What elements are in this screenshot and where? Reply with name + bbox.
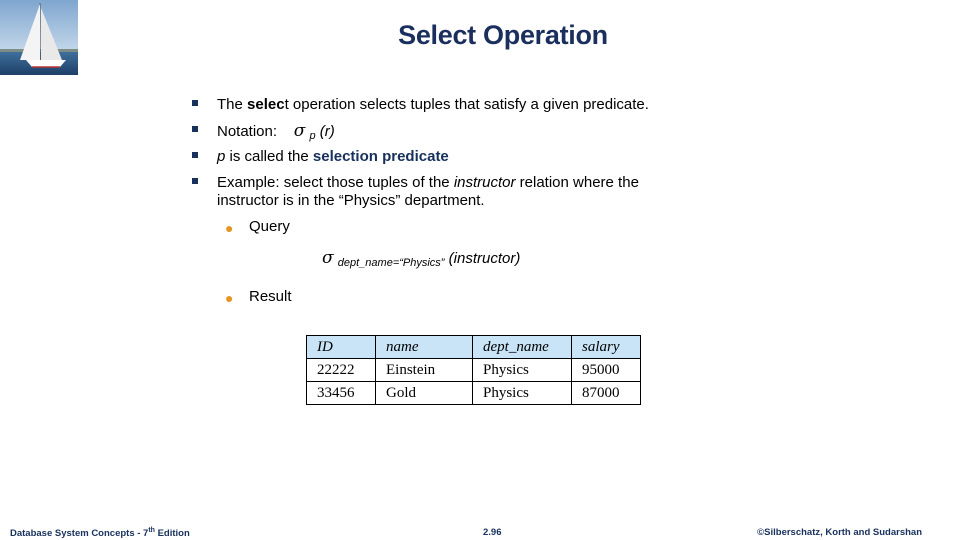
cell-salary: 87000 [571,381,641,405]
col-header-salary: salary [571,335,641,359]
cell-dept-name: Physics [472,381,572,405]
footer-copyright: ©Silberschatz, Korth and Sudarshan [757,527,922,538]
bullet-marker [192,100,198,106]
footer-book-title: Database System Concepts - 7th Edition [10,527,190,540]
cell-id: 22222 [306,358,376,382]
query-expression: σ dept_name=“Physics” (instructor) [322,248,521,269]
col-header-id: ID [306,335,376,359]
sub-bullet-marker: ● [225,220,234,236]
sub-bullet-marker: ● [225,290,234,306]
col-header-dept-name: dept_name [472,335,572,359]
bullet-example: Example: select those tuples of the inst… [217,174,639,209]
footer-page-number: 2.96 [483,527,502,538]
cell-salary: 95000 [571,358,641,382]
table-header-row: ID name dept_name salary [306,335,641,359]
bullet-selection-predicate: p is called the selection predicate [217,148,449,165]
sailboat-logo [0,0,78,75]
bullet-marker [192,126,198,132]
slide-title: Select Operation [398,20,608,50]
bullet-notation: Notation: σ p (r) [217,121,335,142]
table-row: 33456 Gold Physics 87000 [306,381,641,405]
cell-name: Einstein [375,358,473,382]
bullet-marker [192,178,198,184]
sub-bullet-result: Result [249,288,292,305]
cell-id: 33456 [306,381,376,405]
cell-name: Gold [375,381,473,405]
bullet-marker [192,152,198,158]
col-header-name: name [375,335,473,359]
result-table: ID name dept_name salary 22222 Einstein … [306,335,641,405]
sub-bullet-query: Query [249,218,290,235]
cell-dept-name: Physics [472,358,572,382]
table-row: 22222 Einstein Physics 95000 [306,358,641,382]
bullet-select-definition: The select operation selects tuples that… [217,96,649,113]
